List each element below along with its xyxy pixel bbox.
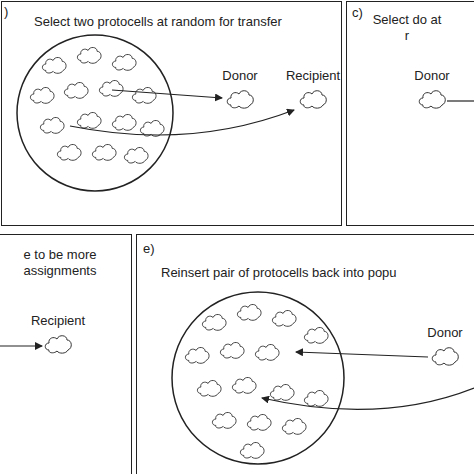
protocell bbox=[124, 147, 148, 163]
protocell bbox=[212, 412, 236, 428]
step-caption: Select two protocells at random for tran… bbox=[34, 14, 334, 30]
protocell-outline bbox=[227, 91, 253, 108]
protocell-shape bbox=[225, 88, 255, 110]
role-label: Donor bbox=[204, 68, 276, 84]
protocell bbox=[270, 384, 294, 400]
protocell bbox=[112, 114, 136, 130]
role-label: Recipient bbox=[17, 313, 99, 329]
step-caption: e to be more assignments bbox=[0, 247, 121, 279]
protocell bbox=[282, 418, 306, 434]
step-panel: e to be more assignmentsRecipient bbox=[0, 234, 132, 474]
protocell-outline bbox=[432, 348, 458, 365]
transfer-line bbox=[447, 100, 474, 101]
protocell bbox=[272, 310, 296, 326]
panel-letter: ) bbox=[4, 4, 18, 20]
protocell-shape bbox=[298, 88, 328, 110]
protocell-node: Donor bbox=[214, 68, 266, 118]
protocell bbox=[112, 54, 136, 70]
role-label: Donor bbox=[409, 325, 474, 341]
transfer-arrow bbox=[112, 90, 222, 98]
protocell bbox=[30, 87, 54, 103]
step-caption: Select do at r bbox=[371, 12, 443, 44]
protocell-group bbox=[30, 47, 164, 163]
protocell bbox=[240, 442, 264, 458]
population-circle bbox=[172, 292, 344, 464]
step-panel: e) Reinsert pair of protocells back into … bbox=[136, 234, 474, 474]
protocell bbox=[237, 304, 261, 320]
reinsert-arrow bbox=[296, 352, 428, 357]
population-circle bbox=[17, 35, 173, 191]
protocell-outline bbox=[300, 91, 326, 108]
transfer-arrow bbox=[70, 110, 294, 135]
protocell bbox=[57, 144, 81, 160]
protocell-node: Recipient bbox=[282, 68, 344, 118]
protocell-shape bbox=[43, 333, 73, 355]
protocell-shape bbox=[430, 345, 460, 367]
protocell-group bbox=[185, 304, 328, 458]
step-caption: Reinsert pair of protocells back into po… bbox=[161, 265, 474, 281]
protocell-node: Donor bbox=[419, 325, 471, 373]
protocell bbox=[304, 327, 328, 343]
protocell bbox=[64, 82, 88, 98]
panel-letter: e) bbox=[143, 241, 163, 257]
protocell-node: Recipient bbox=[27, 313, 89, 361]
transfer-arrow bbox=[0, 345, 42, 346]
protocell bbox=[247, 414, 271, 430]
protocell bbox=[140, 120, 164, 136]
role-label: Recipient bbox=[272, 68, 354, 84]
step-panel: c)Select do at r Donor bbox=[346, 1, 474, 226]
protocell bbox=[132, 87, 156, 103]
protocell bbox=[77, 47, 101, 63]
protocell bbox=[197, 380, 221, 396]
protocell bbox=[220, 342, 244, 358]
protocell bbox=[42, 57, 66, 73]
protocell bbox=[185, 347, 209, 363]
protocell bbox=[77, 112, 101, 128]
protocell bbox=[232, 377, 256, 393]
role-label: Donor bbox=[396, 68, 468, 84]
protocell-outline bbox=[419, 91, 445, 108]
protocell bbox=[92, 144, 116, 160]
protocell bbox=[304, 390, 328, 406]
reinsert-arrow bbox=[262, 388, 474, 409]
protocell-node: Donor bbox=[406, 68, 458, 118]
step-panel: ) Select two protocells at random for tra… bbox=[1, 1, 342, 226]
protocell-outline bbox=[45, 336, 71, 353]
protocell-shape bbox=[417, 88, 447, 110]
panel-letter: c) bbox=[352, 5, 372, 21]
protocell bbox=[255, 344, 279, 360]
protocell bbox=[202, 314, 226, 330]
protocell bbox=[99, 80, 123, 96]
protocell bbox=[40, 117, 64, 133]
